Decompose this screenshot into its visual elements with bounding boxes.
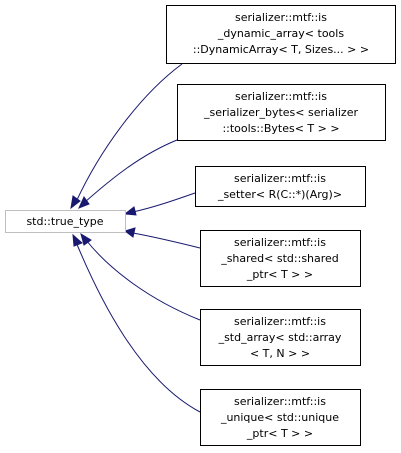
edge-setter: [132, 192, 196, 213]
node-label-line-3: ::tools::Bytes< T > >: [222, 122, 339, 135]
node-label-line-2: _serializer_bytes< serializer: [203, 106, 358, 119]
node-is-setter[interactable]: serializer::mtf::is _setter< R(C::*)(Arg…: [195, 166, 366, 207]
node-is-unique[interactable]: serializer::mtf::is _unique< std::unique…: [200, 389, 361, 446]
node-label-line-1: serializer::mtf::is: [235, 90, 327, 103]
node-label: std::true_type: [26, 215, 103, 228]
node-label-line-2: _setter< R(C::*)(Arg)>: [217, 188, 342, 201]
node-label-line-2: _unique< std::unique: [220, 411, 339, 424]
edge-unique: [75, 241, 201, 413]
node-label-line-1: serializer::mtf::is: [234, 315, 326, 328]
node-is-dynamic-array[interactable]: serializer::mtf::is _dynamic_array< tool…: [166, 5, 396, 64]
node-label-line-2: _std_array< std::array: [218, 331, 342, 344]
node-is-serializer-bytes[interactable]: serializer::mtf::is _serializer_bytes< s…: [177, 84, 386, 141]
node-box: [200, 389, 361, 446]
node-box: [5, 210, 126, 233]
edge-serializer-bytes: [84, 139, 178, 203]
arrowhead-dynamic-array: [70, 195, 81, 210]
arrowhead-shared: [123, 227, 136, 238]
edge-shared: [132, 232, 201, 249]
node-label-line-2: _dynamic_array< tools: [217, 27, 344, 40]
node-label-line-1: serializer::mtf::is: [235, 11, 327, 24]
node-is-shared[interactable]: serializer::mtf::is _shared< std::shared…: [200, 230, 361, 287]
node-label-line-3: _ptr< T > >: [246, 427, 313, 440]
node-is-std-array[interactable]: serializer::mtf::is _std_array< std::arr…: [200, 309, 361, 366]
edge-std-array: [85, 239, 201, 321]
arrowhead-unique: [72, 233, 83, 247]
arrowhead-std-array: [80, 232, 92, 246]
node-label-line-3: _ptr< T > >: [246, 268, 313, 281]
edge-dynamic-array: [75, 63, 183, 203]
node-label-line-1: serializer::mtf::is: [234, 395, 326, 408]
node-box: [166, 5, 396, 64]
node-box: [195, 166, 366, 207]
arrowhead-serializer-bytes: [78, 196, 90, 209]
node-label-line-1: serializer::mtf::is: [234, 172, 326, 185]
node-box: [200, 309, 361, 366]
node-box: [200, 230, 361, 287]
node-std-true-type[interactable]: std::true_type: [5, 210, 126, 233]
inheritance-edges: [70, 63, 201, 413]
node-box: [177, 84, 386, 141]
node-label-line-2: _shared< std::shared: [220, 252, 339, 265]
node-label-line-3: ::DynamicArray< T, Sizes... > >: [193, 43, 369, 56]
node-label-line-1: serializer::mtf::is: [234, 236, 326, 249]
node-label-line-3: < T, N > >: [250, 347, 310, 360]
arrowhead-setter: [123, 206, 137, 216]
